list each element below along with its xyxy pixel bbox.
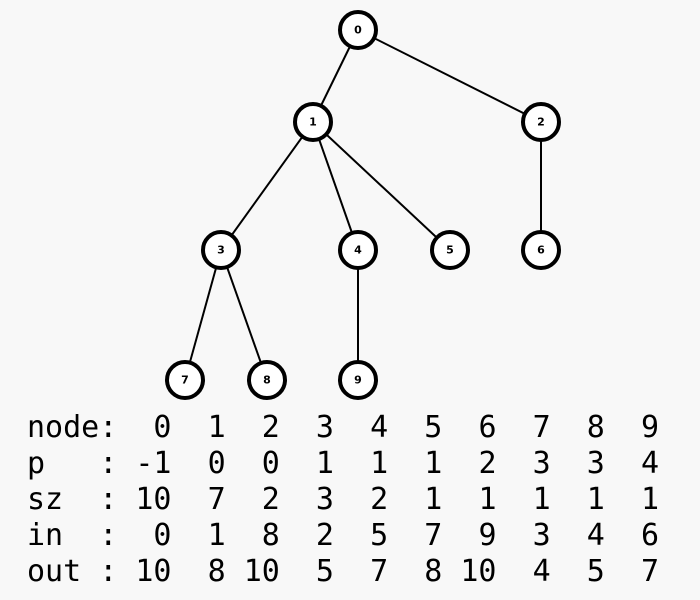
node-label: 8 xyxy=(263,374,271,387)
table-cell: 10 xyxy=(135,554,172,589)
node-label: 0 xyxy=(354,24,362,37)
node-circle xyxy=(201,230,241,270)
node-label: 2 xyxy=(537,116,545,129)
table-cell: 3 xyxy=(315,482,334,517)
table-cell: 2 xyxy=(261,482,280,517)
row-label: sz : xyxy=(27,482,118,517)
row-label: out : xyxy=(27,554,118,589)
table-cell: 7 xyxy=(424,518,443,553)
table-cell: 5 xyxy=(370,518,389,553)
tree-node-5: 5 xyxy=(430,230,470,270)
node-circle xyxy=(430,230,470,270)
node-label: 3 xyxy=(217,244,225,257)
node-label: 9 xyxy=(354,374,362,387)
node-circle xyxy=(247,360,287,400)
table-cell: 1 xyxy=(640,482,660,517)
tree-diagram: 0 1 2 3 4 5 6 7 8 9 xyxy=(165,10,561,400)
table-cell: 2 xyxy=(478,446,497,481)
edge-1-3 xyxy=(220,121,314,251)
table-cell: 7 xyxy=(640,554,660,589)
table-cell: 0 xyxy=(261,446,280,481)
row-label: in : xyxy=(27,518,118,553)
table-cell: 7 xyxy=(532,410,551,445)
table-cell: 6 xyxy=(640,518,660,553)
table-cell: 2 xyxy=(370,482,389,517)
row-label: node: xyxy=(27,410,118,445)
table-cell: 1 xyxy=(478,482,497,517)
table-cell: 8 xyxy=(586,410,605,445)
table-cell: 1 xyxy=(532,482,551,517)
table-cell: 5 xyxy=(315,554,334,589)
table-cell: -1 xyxy=(135,446,172,481)
tree-node-0: 0 xyxy=(338,10,378,50)
table-cell: 9 xyxy=(640,410,660,445)
table-cell: 8 xyxy=(207,554,226,589)
node-label: 5 xyxy=(446,244,454,257)
table-cell: 4 xyxy=(640,446,660,481)
tree-node-9: 9 xyxy=(338,360,378,400)
table-cell: 8 xyxy=(424,554,443,589)
table-cell: 3 xyxy=(532,446,551,481)
node-circle xyxy=(521,230,561,270)
tree-node-6: 6 xyxy=(521,230,561,270)
table-cell: 7 xyxy=(207,482,226,517)
node-label: 1 xyxy=(309,116,317,129)
table-cell: 4 xyxy=(586,518,605,553)
tree-node-3: 3 xyxy=(201,230,241,270)
node-label: 7 xyxy=(181,374,189,387)
table-cell: 9 xyxy=(478,518,497,553)
table-cell: 6 xyxy=(478,410,497,445)
edge-3-8 xyxy=(220,249,268,381)
table-cell: 0 xyxy=(153,410,172,445)
table-cell: 10 xyxy=(135,482,172,517)
table-cell: 2 xyxy=(261,410,280,445)
node-label: 6 xyxy=(537,244,545,257)
tree-node-7: 7 xyxy=(165,360,205,400)
table-cell: 3 xyxy=(586,446,605,481)
table-cell: 1 xyxy=(424,446,443,481)
table-cell: 1 xyxy=(207,518,226,553)
node-circle xyxy=(293,102,333,142)
row-label: p : xyxy=(27,446,118,481)
node-label: 4 xyxy=(354,244,362,257)
table-cell: 0 xyxy=(153,518,172,553)
table-cell: 5 xyxy=(586,554,605,589)
edge-0-2 xyxy=(357,29,542,123)
table-cell: 10 xyxy=(243,554,280,589)
edge-3-7 xyxy=(184,249,222,381)
table-cell: 3 xyxy=(532,518,551,553)
table-cell: 1 xyxy=(207,410,226,445)
tree-node-2: 2 xyxy=(521,102,561,142)
node-circle xyxy=(521,102,561,142)
table-cell: 10 xyxy=(460,554,497,589)
table-cell: 4 xyxy=(532,554,551,589)
node-circle xyxy=(338,10,378,50)
tree-node-4: 4 xyxy=(338,230,378,270)
table-cell: 8 xyxy=(261,518,280,553)
node-circle xyxy=(338,360,378,400)
tree-node-1: 1 xyxy=(293,102,333,142)
table-cell: 3 xyxy=(315,410,334,445)
node-circle xyxy=(338,230,378,270)
table-cell: 0 xyxy=(207,446,226,481)
table-cell: 1 xyxy=(586,482,605,517)
tree-node-8: 8 xyxy=(247,360,287,400)
table-cell: 4 xyxy=(370,410,389,445)
table-cell: 7 xyxy=(370,554,389,589)
table-cell: 1 xyxy=(424,482,443,517)
node-circle xyxy=(165,360,205,400)
edge-1-4 xyxy=(312,121,359,251)
table-cell: 1 xyxy=(315,446,334,481)
table-cell: 5 xyxy=(424,410,443,445)
edge-1-5 xyxy=(312,121,451,251)
table-cell: 2 xyxy=(315,518,334,553)
table-cell: 1 xyxy=(370,446,389,481)
